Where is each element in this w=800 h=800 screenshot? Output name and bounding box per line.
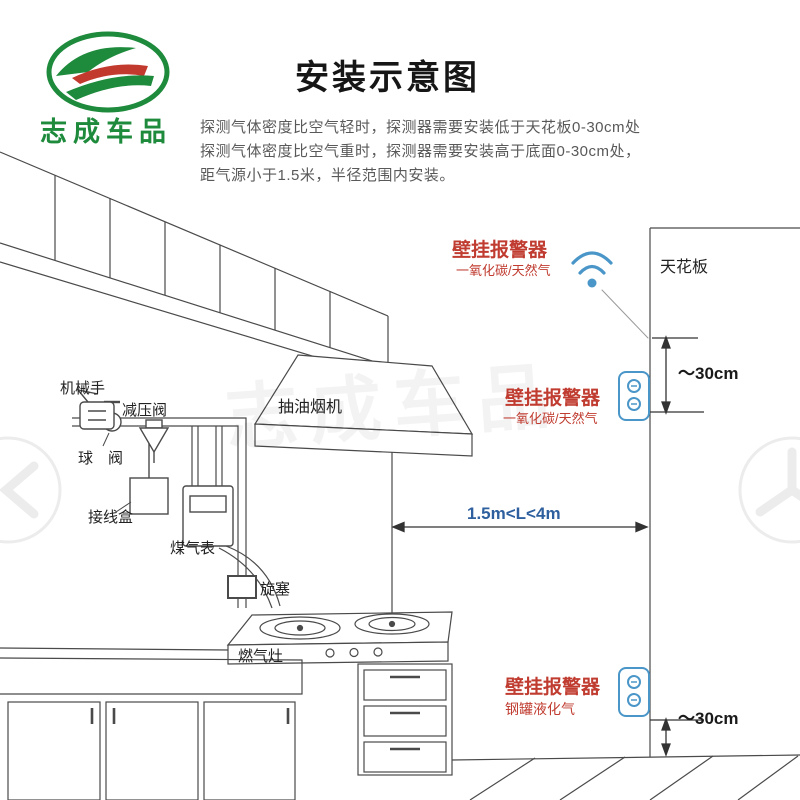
measure-arrow-bottom	[650, 717, 704, 757]
page-title: 安装示意图	[295, 59, 480, 97]
plug-valve-label: 旋塞	[260, 581, 291, 598]
ceiling-label: 天花板	[660, 259, 709, 276]
alarm-bottom-title: 壁挂报警器	[505, 677, 601, 698]
junction-box-label: 接线盒	[88, 509, 134, 526]
alarm-top-title: 壁挂报警器	[452, 240, 548, 261]
brand-name: 志成车品	[40, 117, 172, 147]
mechanical-hand-label: 机械手	[60, 380, 106, 397]
pressure-valve-label: 减压阀	[122, 402, 168, 419]
dimension-distance: 1.5m<L<4m	[467, 504, 561, 523]
pressure-valve-shape	[138, 419, 170, 463]
gas-meter-label: 煤气表	[170, 540, 216, 557]
wall-alarm-device-mid	[618, 371, 650, 421]
alarm-mid-subtitle: 一氧化碳/天然气	[503, 411, 598, 426]
gas-meter-shape	[182, 485, 234, 547]
plug-valve-shape	[227, 575, 257, 599]
kitchen-structure	[0, 151, 800, 800]
measure-arrow-top	[650, 335, 704, 415]
alarm-bottom-subtitle: 钢罐液化气	[505, 701, 575, 717]
dimension-top-30cm: ～30cm	[678, 364, 739, 383]
range-hood-label: 抽油烟机	[278, 399, 343, 416]
mechanical-hand-shape	[76, 388, 115, 430]
description-line-1: 探测气体密度比空气轻时，探测器需要安装低于天花板0-30cm处	[200, 119, 641, 136]
wifi-alarm-icon	[571, 251, 649, 339]
side-watermarks	[0, 436, 800, 544]
brand-logo	[46, 31, 170, 113]
alarm-mid-title: 壁挂报警器	[505, 388, 601, 409]
measure-arrow-distance	[391, 521, 649, 533]
wall-alarm-device-bottom	[618, 667, 650, 717]
alarm-top-subtitle: 一氧化碳/天然气	[456, 263, 551, 278]
gas-stove-label: 燃气灶	[238, 648, 284, 665]
description-line-2: 探测气体密度比空气重时，探测器需要安装高于底面0-30cm处，	[200, 143, 641, 160]
description-line-3: 距气源小于1.5米，半径范围内安装。	[200, 167, 455, 184]
junction-box-shape	[115, 428, 169, 515]
ball-valve-label: 球 阀	[78, 450, 124, 467]
dimension-bottom-30cm: ～30cm	[678, 709, 739, 728]
